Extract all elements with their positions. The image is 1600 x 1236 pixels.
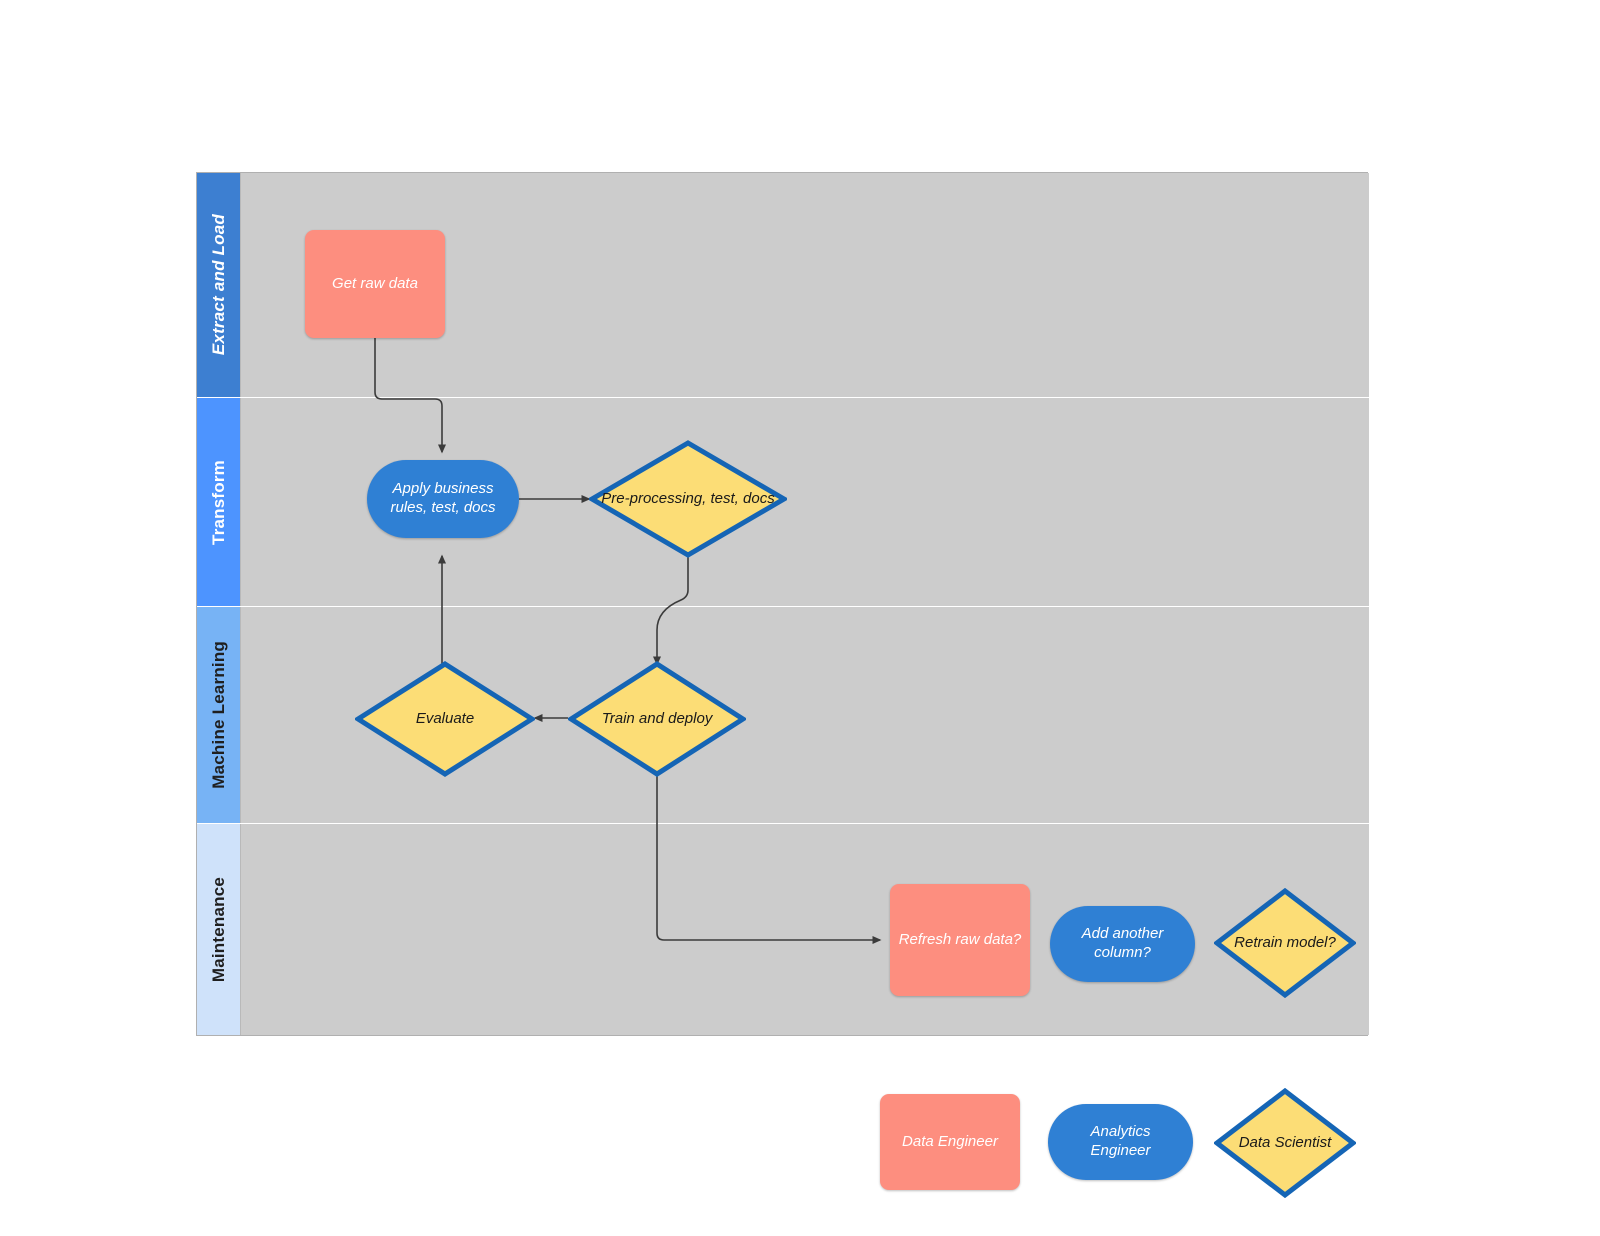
- diamond-shape: [355, 661, 535, 777]
- node-label-refresh-raw-data: Refresh raw data?: [898, 930, 1022, 948]
- lane-label-machine-learning: Machine Learning: [208, 641, 228, 789]
- diamond-shape: [1214, 888, 1356, 998]
- node-refresh-raw-data[interactable]: Refresh raw data?: [890, 884, 1030, 996]
- lane-body-maintenance: [241, 824, 1369, 1035]
- legend-item-data-scientist: Data Scientist: [1214, 1088, 1356, 1198]
- lane-header-machine-learning: Machine Learning: [197, 607, 241, 823]
- legend-label-data-scientist: Data Scientist: [1238, 1133, 1332, 1151]
- node-label-train-and-deploy: Train and deploy: [601, 709, 713, 727]
- node-pre-processing[interactable]: Pre-processing, test, docs: [589, 440, 787, 558]
- node-add-another-column[interactable]: Add another column?: [1050, 906, 1195, 982]
- node-label-add-another-column: Add another column?: [1081, 925, 1164, 961]
- legend-label-data-engineer: Data Engineer: [902, 1132, 998, 1150]
- node-label-retrain-model: Retrain model?: [1234, 933, 1336, 951]
- diamond-shape: [589, 440, 787, 558]
- node-evaluate[interactable]: Evaluate: [355, 661, 535, 777]
- node-label-pre-processing: Pre-processing, test, docs: [601, 489, 775, 507]
- node-label-get-raw-data: Get raw data: [332, 274, 418, 292]
- legend-item-analytics-engineer: Analytics Engineer: [1048, 1104, 1193, 1180]
- node-label-apply-business-rules: Apply business rules, test, docs: [390, 480, 496, 516]
- node-train-and-deploy[interactable]: Train and deploy: [568, 661, 746, 777]
- node-label-evaluate: Evaluate: [415, 709, 475, 727]
- lane-label-transform: Transform: [208, 459, 228, 545]
- node-apply-business-rules[interactable]: Apply business rules, test, docs: [367, 460, 519, 538]
- lane-header-maintenance: Maintenance: [197, 824, 241, 1035]
- node-retrain-model[interactable]: Retrain model?: [1214, 888, 1356, 998]
- lane-label-maintenance: Maintenance: [208, 876, 228, 983]
- legend-item-data-engineer: Data Engineer: [880, 1094, 1020, 1190]
- legend-label-analytics-engineer: Analytics Engineer: [1090, 1123, 1151, 1159]
- diamond-shape: [1214, 1088, 1356, 1198]
- lane-header-extract-and-load: Extract and Load: [197, 173, 241, 397]
- legend: Data Engineer Analytics Engineer Data Sc…: [880, 1088, 1360, 1198]
- lane-header-transform: Transform: [197, 398, 241, 606]
- lane-label-extract-and-load: Extract and Load: [208, 214, 228, 356]
- node-get-raw-data[interactable]: Get raw data: [305, 230, 445, 338]
